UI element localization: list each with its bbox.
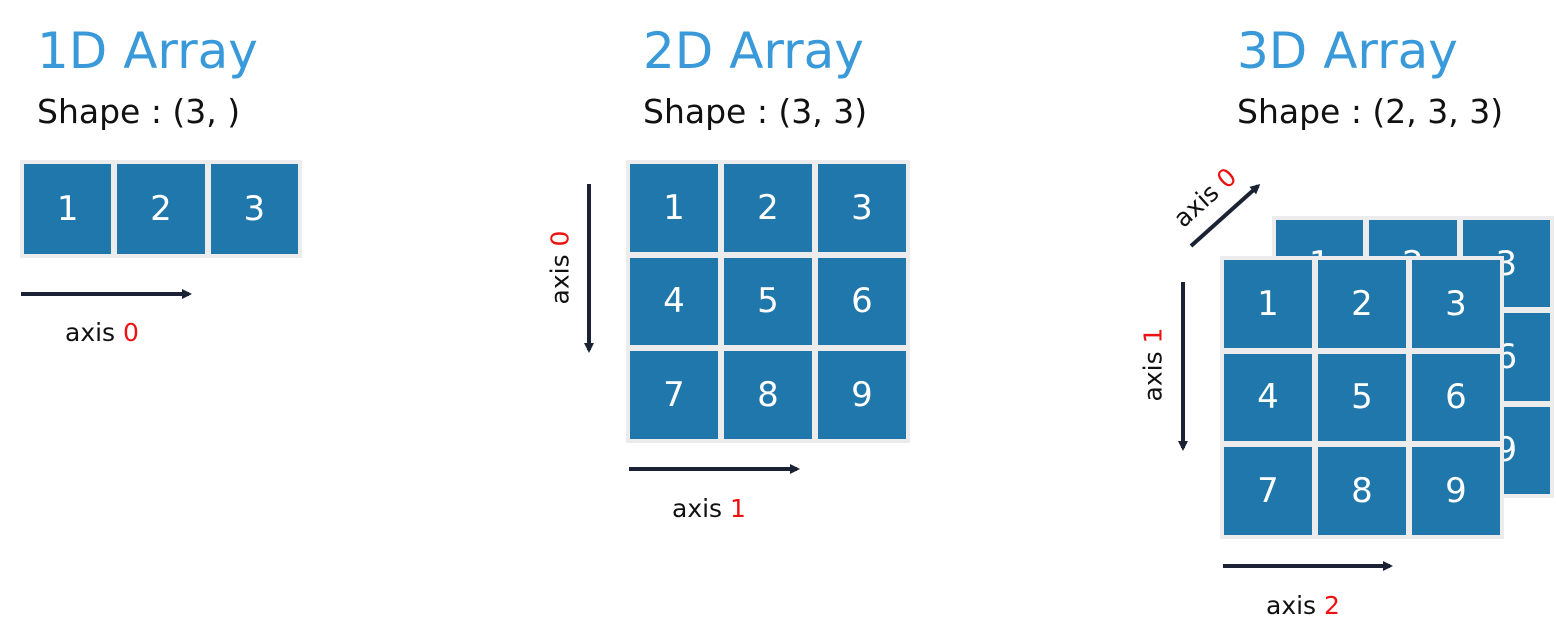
cell: 5 xyxy=(724,257,812,346)
axis-number: 0 xyxy=(545,230,575,247)
panel2-axis0-label: axis 0 xyxy=(545,218,575,318)
axis-word: axis xyxy=(1266,591,1317,620)
panel1-shape: Shape : (3, ) xyxy=(37,92,241,131)
axis-word: axis xyxy=(1138,351,1168,402)
cell: 3 xyxy=(210,164,298,254)
panel3-axis0-arrow xyxy=(1189,183,1261,248)
cell: 1 xyxy=(630,164,718,252)
panel3-axis2-label: axis 2 xyxy=(1266,593,1340,618)
cell: 3 xyxy=(1412,260,1500,348)
array-2d: 1 2 3 4 5 6 7 8 9 xyxy=(626,160,910,443)
array-3d-front-layer: 1 2 3 4 5 6 7 8 9 xyxy=(1220,256,1504,539)
panel1-title: 1D Array xyxy=(37,22,258,80)
panel3-title: 3D Array xyxy=(1237,22,1458,80)
panel2-shape: Shape : (3, 3) xyxy=(643,92,868,131)
axis-number: 2 xyxy=(1324,591,1340,620)
array-1d: 1 2 3 xyxy=(20,160,302,258)
axis-number: 0 xyxy=(123,318,139,347)
panel3-axis1-label: axis 1 xyxy=(1138,315,1168,415)
cell: 7 xyxy=(630,351,718,439)
panel3-shape: Shape : (2, 3, 3) xyxy=(1237,92,1504,131)
cell: 7 xyxy=(1224,447,1312,535)
cell: 2 xyxy=(724,164,812,252)
cell: 9 xyxy=(1412,447,1500,535)
panel2-title: 2D Array xyxy=(643,22,864,80)
panel1-axis0-label: axis 0 xyxy=(65,320,139,345)
cell: 8 xyxy=(1318,447,1406,535)
cell: 1 xyxy=(24,164,112,254)
cell: 5 xyxy=(1318,353,1406,442)
axis-number: 1 xyxy=(730,494,746,523)
cell: 1 xyxy=(1224,260,1312,348)
cell: 8 xyxy=(724,351,812,439)
axis-word: axis xyxy=(672,494,723,523)
cell: 6 xyxy=(1412,353,1500,442)
cell: 6 xyxy=(818,257,906,346)
axis-word: axis xyxy=(545,254,575,305)
cell: 2 xyxy=(1318,260,1406,348)
cell: 2 xyxy=(117,164,205,254)
cell: 4 xyxy=(630,257,718,346)
axis-number: 1 xyxy=(1138,327,1168,344)
cell: 4 xyxy=(1224,353,1312,442)
cell: 3 xyxy=(818,164,906,252)
cell: 9 xyxy=(818,351,906,439)
axis-word: axis xyxy=(65,318,116,347)
panel2-axis1-label: axis 1 xyxy=(672,496,746,521)
